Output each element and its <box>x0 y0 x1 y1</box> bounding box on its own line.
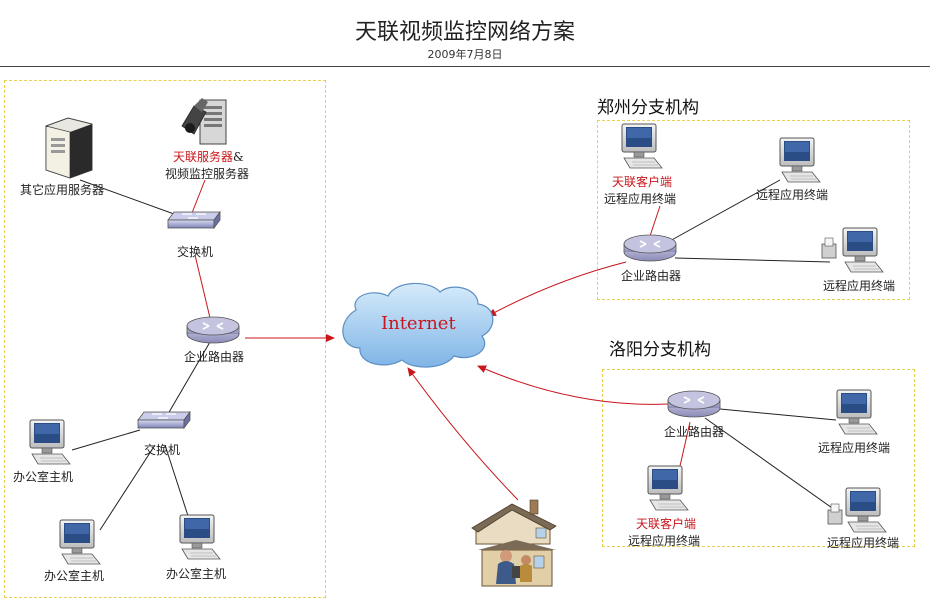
office-pc-bl-label: 办公室主机 <box>44 569 105 583</box>
hq-router-label: 企业路由器 <box>184 350 245 364</box>
internet-label: Internet <box>381 313 456 334</box>
zhengzhou-zone <box>597 120 910 300</box>
ly-term-right-label: 远程应用终端 <box>818 441 891 455</box>
ly-client-red-label: 天联客户端 <box>636 517 697 531</box>
ly-client-pc-icon <box>647 465 689 511</box>
tl-server-red-label: 天联服务器 <box>173 150 234 164</box>
zz-router-icon <box>623 234 677 262</box>
hq-router-icon <box>186 316 240 344</box>
other-server-icon <box>45 117 93 179</box>
ly-router-icon <box>667 390 721 418</box>
zz-term-top-icon <box>779 137 821 183</box>
switch-top-icon <box>167 211 221 229</box>
office-pc-bl-icon <box>59 519 101 565</box>
zz-term-bottom-label: 远程应用终端 <box>823 279 896 293</box>
switch-bottom-icon <box>137 411 191 429</box>
luoyang-links <box>477 365 837 511</box>
zz-term-top-label: 远程应用终端 <box>756 188 829 202</box>
office-pc-br-label: 办公室主机 <box>166 567 227 581</box>
zz-client-pc-icon <box>621 123 663 169</box>
luoyang-title: 洛阳分支机构 <box>609 340 711 360</box>
zz-term-bottom-icon <box>842 227 884 273</box>
ly-term-right-icon <box>836 389 878 435</box>
zz-printer-icon <box>821 237 837 259</box>
office-pc-left-icon <box>29 419 71 465</box>
hq-zone <box>4 80 326 598</box>
luoyang-zone <box>602 369 915 547</box>
ly-router-label: 企业路由器 <box>664 425 725 439</box>
zz-client-red-label: 天联客户端 <box>612 175 673 189</box>
page-date: 2009年7月8日 <box>427 48 503 61</box>
ly-printer-icon <box>827 503 843 525</box>
ly-term-bottom-label: 远程应用终端 <box>827 536 900 550</box>
hq-links <box>71 179 335 531</box>
tl-server-amp: & <box>233 150 244 164</box>
internet-cloud-icon <box>342 282 494 368</box>
other-server-label: 其它应用服务器 <box>20 183 105 197</box>
page-title: 天联视频监控网络方案 <box>354 20 575 45</box>
video-server-label: 视频监控服务器 <box>165 167 250 181</box>
ly-client-term-label: 远程应用终端 <box>628 534 701 548</box>
header-rule <box>0 66 930 67</box>
zz-client-term-label: 远程应用终端 <box>604 192 677 206</box>
switch-bottom-label: 交换机 <box>144 443 181 457</box>
ly-term-bottom-icon <box>845 487 887 533</box>
zhengzhou-links <box>487 179 831 317</box>
zhengzhou-title: 郑州分支机构 <box>597 98 699 118</box>
home-link <box>407 367 519 501</box>
zz-router-label: 企业路由器 <box>621 269 682 283</box>
switch-top-label: 交换机 <box>177 245 214 259</box>
tl-server-icon <box>181 98 227 145</box>
tl-server-label-line1: 天联服务器& <box>173 148 244 165</box>
office-pc-left-label: 办公室主机 <box>13 470 74 484</box>
home-user-icon <box>471 499 557 587</box>
office-pc-br-icon <box>179 514 221 560</box>
